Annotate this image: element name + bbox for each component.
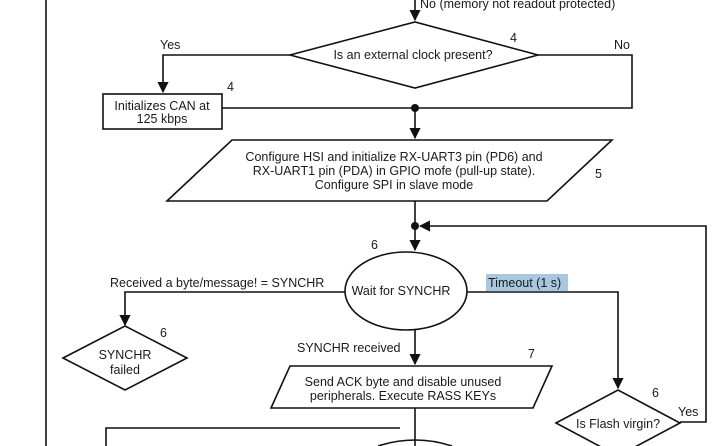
configure-line-1: Configure HSI and initialize RX-UART3 pi… — [245, 150, 542, 164]
init-can-step-number: 4 — [227, 80, 234, 94]
configure-line-3: Configure SPI in slave mode — [315, 178, 473, 192]
timeout-highlight — [486, 274, 568, 291]
timeout-label: Timeout (1 s) — [488, 276, 561, 290]
junction-dot-2 — [411, 222, 419, 230]
flash-virgin-text: Is Flash virgin? — [576, 417, 660, 431]
loop-back-arrow — [418, 220, 707, 423]
clock-step-number: 4 — [510, 31, 517, 45]
to-failed-arrow — [119, 291, 345, 327]
synchr-failed-diamond — [61, 325, 189, 391]
bottom-left-line — [105, 427, 400, 446]
clock-yes-label: Yes — [160, 38, 180, 52]
configure-box — [164, 139, 615, 202]
configure-line-2: RX-UART1 pin (PDA) in GPIO mofe (pull-up… — [253, 164, 536, 178]
send-ack-box — [269, 365, 554, 409]
clock-decision-text: Is an external clock present? — [333, 48, 492, 62]
synchr-failed-line-2: failed — [110, 363, 140, 377]
wait-step-number: 6 — [371, 238, 378, 252]
bottom-partial-ellipse — [377, 439, 453, 446]
clock-no-label: No — [614, 38, 630, 52]
top-no-label: No (memory not readout protected) — [420, 0, 615, 11]
send-ack-line-2: peripherals. Execute RASS KEYs — [310, 389, 496, 403]
received-other-label: Received a byte/message! = SYNCHR — [110, 276, 324, 290]
no-line — [415, 54, 633, 109]
flash-yes-label: Yes — [678, 405, 698, 419]
synchr-failed-line-1: SYNCHR — [99, 348, 152, 362]
init-can-line-1: Initializes CAN at — [114, 99, 210, 113]
timeout-arrow — [467, 291, 624, 390]
flash-virgin-diamond — [554, 389, 682, 446]
send-ack-line-1: Send ACK byte and disable unused — [305, 375, 502, 389]
init-can-line-2: 125 kbps — [137, 112, 188, 126]
wait-synchr-ellipse — [344, 251, 468, 331]
init-can-box — [102, 93, 223, 130]
send-ack-step-number: 7 — [528, 347, 535, 361]
flash-step-number: 6 — [652, 386, 659, 400]
failed-step-number: 6 — [160, 326, 167, 340]
wait-synchr-text: Wait for SYNCHR — [352, 284, 451, 298]
synchr-received-label: SYNCHR received — [297, 341, 401, 355]
configure-step-number: 5 — [595, 167, 602, 181]
yes-arrow — [157, 54, 290, 94]
